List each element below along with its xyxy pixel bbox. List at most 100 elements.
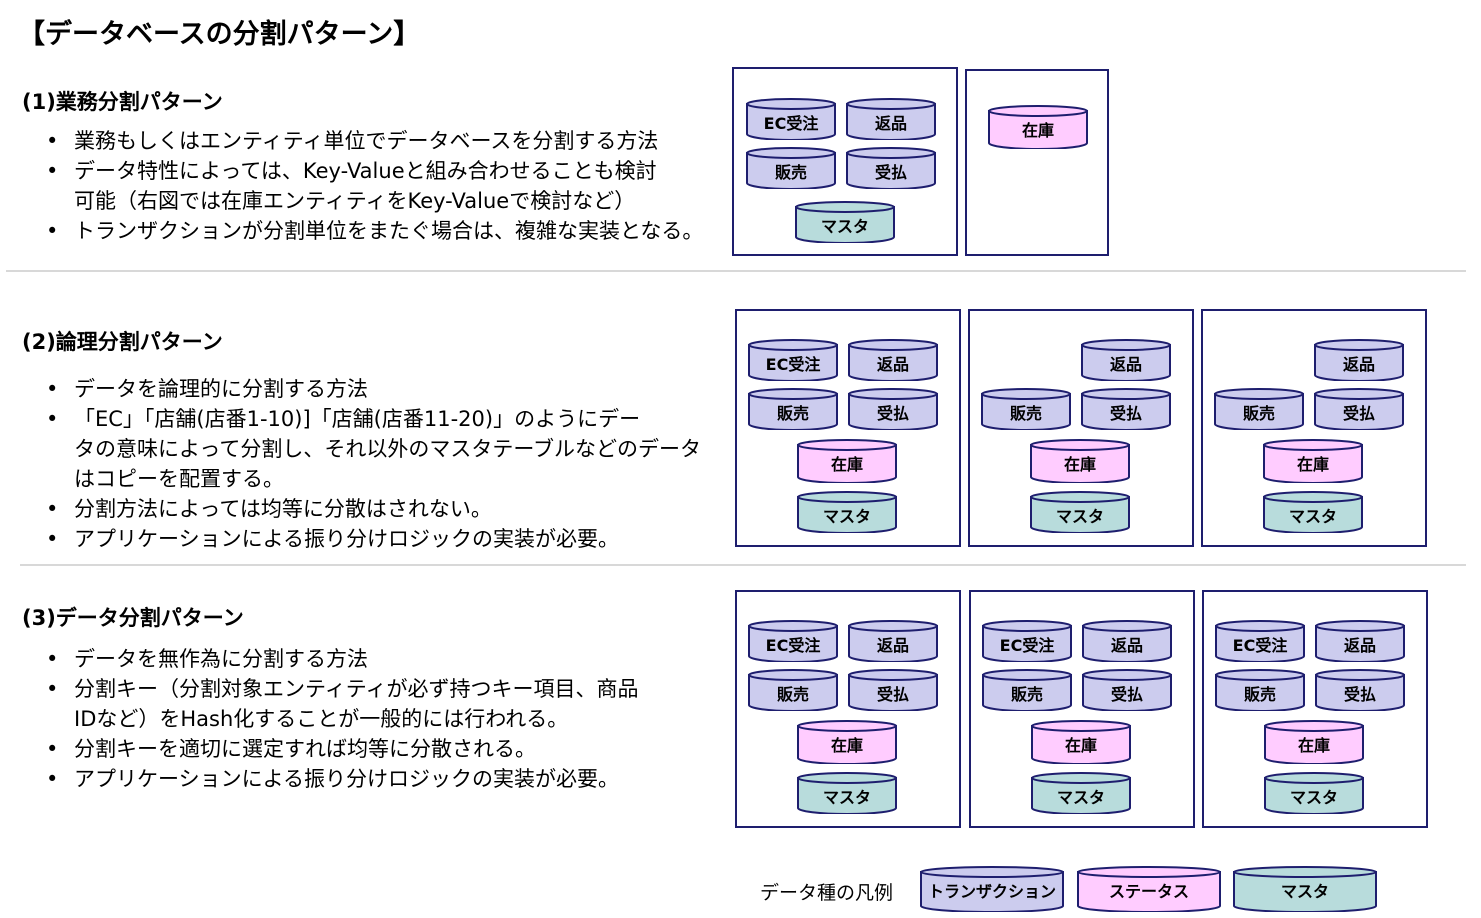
legend-item-3: マスタ	[1233, 866, 1377, 913]
section-3-group-1-cyl-returns: 返品	[848, 620, 938, 663]
section-2-group-1-cyl-master-label: マスタ	[822, 507, 871, 526]
legend-item-2-shape	[1077, 866, 1221, 913]
section-3-bullet-3: •分割キーを適切に選定すれば均等に分散される。	[46, 737, 536, 761]
section-2-bullet-4: •アプリケーションによる振り分けロジックの実装が必要。	[46, 527, 619, 551]
section-3-group-2-cyl-returns: 返品	[1082, 620, 1172, 663]
section-2-group-3-cyl-master-shape	[1263, 491, 1363, 534]
section-2-group-1-cyl-returns: 返品	[848, 339, 938, 382]
section-3-group-3-cyl-ec-order-label: EC受注	[1232, 636, 1288, 655]
section-2-group-3-cyl-receipts: 受払	[1314, 388, 1404, 431]
section-2-group-2-cyl-inventory: 在庫	[1030, 439, 1130, 484]
section-2-group-2-cyl-receipts-shape	[1081, 388, 1171, 431]
section-3-group-3-cyl-receipts-shape	[1315, 669, 1405, 712]
section-3-group-1-cyl-ec-order: EC受注	[748, 620, 838, 663]
section-2-group-3-cyl-sales: 販売	[1214, 388, 1304, 431]
section-2-group-1-cyl-ec-order-shape	[748, 339, 838, 382]
section-2-group-2-cyl-master-shape	[1030, 491, 1130, 534]
section-1-cyl-ec-order: EC受注	[746, 98, 836, 141]
section-3-group-1-cyl-inventory: 在庫	[797, 720, 897, 765]
section-3-group-1-cyl-inventory-shape	[797, 720, 897, 765]
section-1-cyl-receipts-shape	[846, 147, 936, 190]
section-3-group-2-cyl-ec-order-shape	[982, 620, 1072, 663]
section-3-group-1-cyl-returns-label: 返品	[876, 636, 909, 655]
section-3-group-3-cyl-master-label: マスタ	[1289, 788, 1338, 807]
section-3-group-2-cyl-ec-order: EC受注	[982, 620, 1072, 663]
legend-label: データ種の凡例	[760, 882, 894, 904]
section-1-cyl-master-label: マスタ	[820, 217, 869, 236]
section-3-group-1-cyl-sales-label: 販売	[776, 685, 809, 704]
section-3-group-3-cyl-inventory: 在庫	[1264, 720, 1364, 765]
section-3-group-2-cyl-inventory-shape	[1031, 720, 1131, 765]
section-2-group-1-cyl-returns-label: 返品	[876, 355, 909, 374]
section-1-bullets: •業務もしくはエンティティ単位でデータベースを分割する方法 •データ特性によって…	[22, 126, 703, 246]
section-3-group-3-cyl-receipts: 受払	[1315, 669, 1405, 712]
section-3-group-2-cyl-master: マスタ	[1031, 772, 1131, 815]
section-2-group-3-cyl-master-label: マスタ	[1288, 507, 1337, 526]
section-3-group-2-cyl-returns-shape	[1082, 620, 1172, 663]
section-3-group-1-cyl-receipts: 受払	[848, 669, 938, 712]
section-3-group-1-cyl-receipts-label: 受払	[876, 685, 909, 704]
section-2-group-2-cyl-sales-shape	[981, 388, 1071, 431]
section-3-group-2-cyl-receipts: 受払	[1082, 669, 1172, 712]
section-1-cyl-inventory-shape	[988, 105, 1088, 150]
section-3-group-1-cyl-inventory-label: 在庫	[830, 736, 863, 755]
section-3-group-3-cyl-inventory-shape	[1264, 720, 1364, 765]
section-1-cyl-receipts: 受払	[846, 147, 936, 190]
section-3-group-2-cyl-receipts-label: 受払	[1110, 685, 1143, 704]
section-1-bullet-1: •業務もしくはエンティティ単位でデータベースを分割する方法	[46, 129, 659, 153]
section-3-group-1-cyl-master-shape	[797, 772, 897, 815]
section-2-heading: (2)論理分割パターン	[22, 330, 223, 354]
section-1-cyl-sales-shape	[746, 147, 836, 190]
section-2-group-2-cyl-sales-label: 販売	[1009, 404, 1042, 423]
section-2-group-1-cyl-returns-shape	[848, 339, 938, 382]
section-3-group-1-cyl-sales: 販売	[748, 669, 838, 712]
section-1-cyl-inventory-label: 在庫	[1021, 121, 1054, 140]
section-2-group-1-cyl-master-shape	[797, 491, 897, 534]
section-2-group-1-cyl-ec-order: EC受注	[748, 339, 838, 382]
section-1-cyl-returns-label: 返品	[874, 114, 907, 133]
section-3-group-2-cyl-master-shape	[1031, 772, 1131, 815]
section-3-group-3-cyl-returns-label: 返品	[1343, 636, 1376, 655]
legend-item-2: ステータス	[1077, 866, 1221, 913]
section-3-group-2-cyl-sales-shape	[982, 669, 1072, 712]
section-2-group-2-cyl-returns: 返品	[1081, 339, 1171, 382]
section-3-group-3-cyl-inventory-label: 在庫	[1297, 736, 1330, 755]
section-2-group-1-cyl-sales-shape	[748, 388, 838, 431]
section-2-group-3-cyl-sales-shape	[1214, 388, 1304, 431]
section-3-bullets: •データを無作為に分割する方法 •分割キー（分割対象エンティティが必ず持つキー項…	[22, 644, 638, 794]
page-title: 【データベースの分割パターン】	[18, 19, 421, 50]
legend-item-1-label: トランザクション	[927, 882, 1056, 901]
section-1-cyl-returns-shape	[846, 98, 936, 141]
section-2-group-3-cyl-sales-label: 販売	[1242, 404, 1275, 423]
section-2-group-1-cyl-receipts-label: 受払	[876, 404, 909, 423]
section-1-cyl-master-shape	[795, 201, 895, 244]
legend-item-2-label: ステータス	[1108, 882, 1189, 901]
section-3-group-1-cyl-master-label: マスタ	[822, 788, 871, 807]
section-3-group-1-cyl-sales-shape	[748, 669, 838, 712]
section-2-group-2-cyl-returns-label: 返品	[1109, 355, 1142, 374]
section-3-group-2-cyl-master-label: マスタ	[1056, 788, 1105, 807]
section-3-group-2-cyl-receipts-shape	[1082, 669, 1172, 712]
section-3-group-3-cyl-master: マスタ	[1264, 772, 1364, 815]
section-2-group-2-cyl-master: マスタ	[1030, 491, 1130, 534]
section-2-group-2-cyl-sales: 販売	[981, 388, 1071, 431]
section-3-group-1-cyl-returns-shape	[848, 620, 938, 663]
section-3-group-3-cyl-receipts-label: 受払	[1343, 685, 1376, 704]
section-2-group-1-cyl-inventory-label: 在庫	[830, 455, 863, 474]
section-3-bullet-4: •アプリケーションによる振り分けロジックの実装が必要。	[46, 767, 619, 791]
section-3-heading: (3)データ分割パターン	[22, 606, 244, 630]
legend-item-3-shape	[1233, 866, 1377, 913]
section-3-group-3-cyl-returns: 返品	[1315, 620, 1405, 663]
section-2-group-3-cyl-inventory: 在庫	[1263, 439, 1363, 484]
section-1-cyl-receipts-label: 受払	[874, 163, 907, 182]
section-2-group-3-cyl-returns-label: 返品	[1342, 355, 1375, 374]
section-1-cyl-master: マスタ	[795, 201, 895, 244]
legend-item-1: トランザクション	[920, 866, 1064, 913]
section-2-group-1-cyl-sales-label: 販売	[776, 404, 809, 423]
section-1-heading: (1)業務分割パターン	[22, 90, 223, 114]
section-3-group-1-cyl-receipts-shape	[848, 669, 938, 712]
section-2-group-3-cyl-returns-shape	[1314, 339, 1404, 382]
section-2-group-2-cyl-inventory-label: 在庫	[1063, 455, 1096, 474]
section-1-cyl-ec-order-label: EC受注	[763, 114, 819, 133]
